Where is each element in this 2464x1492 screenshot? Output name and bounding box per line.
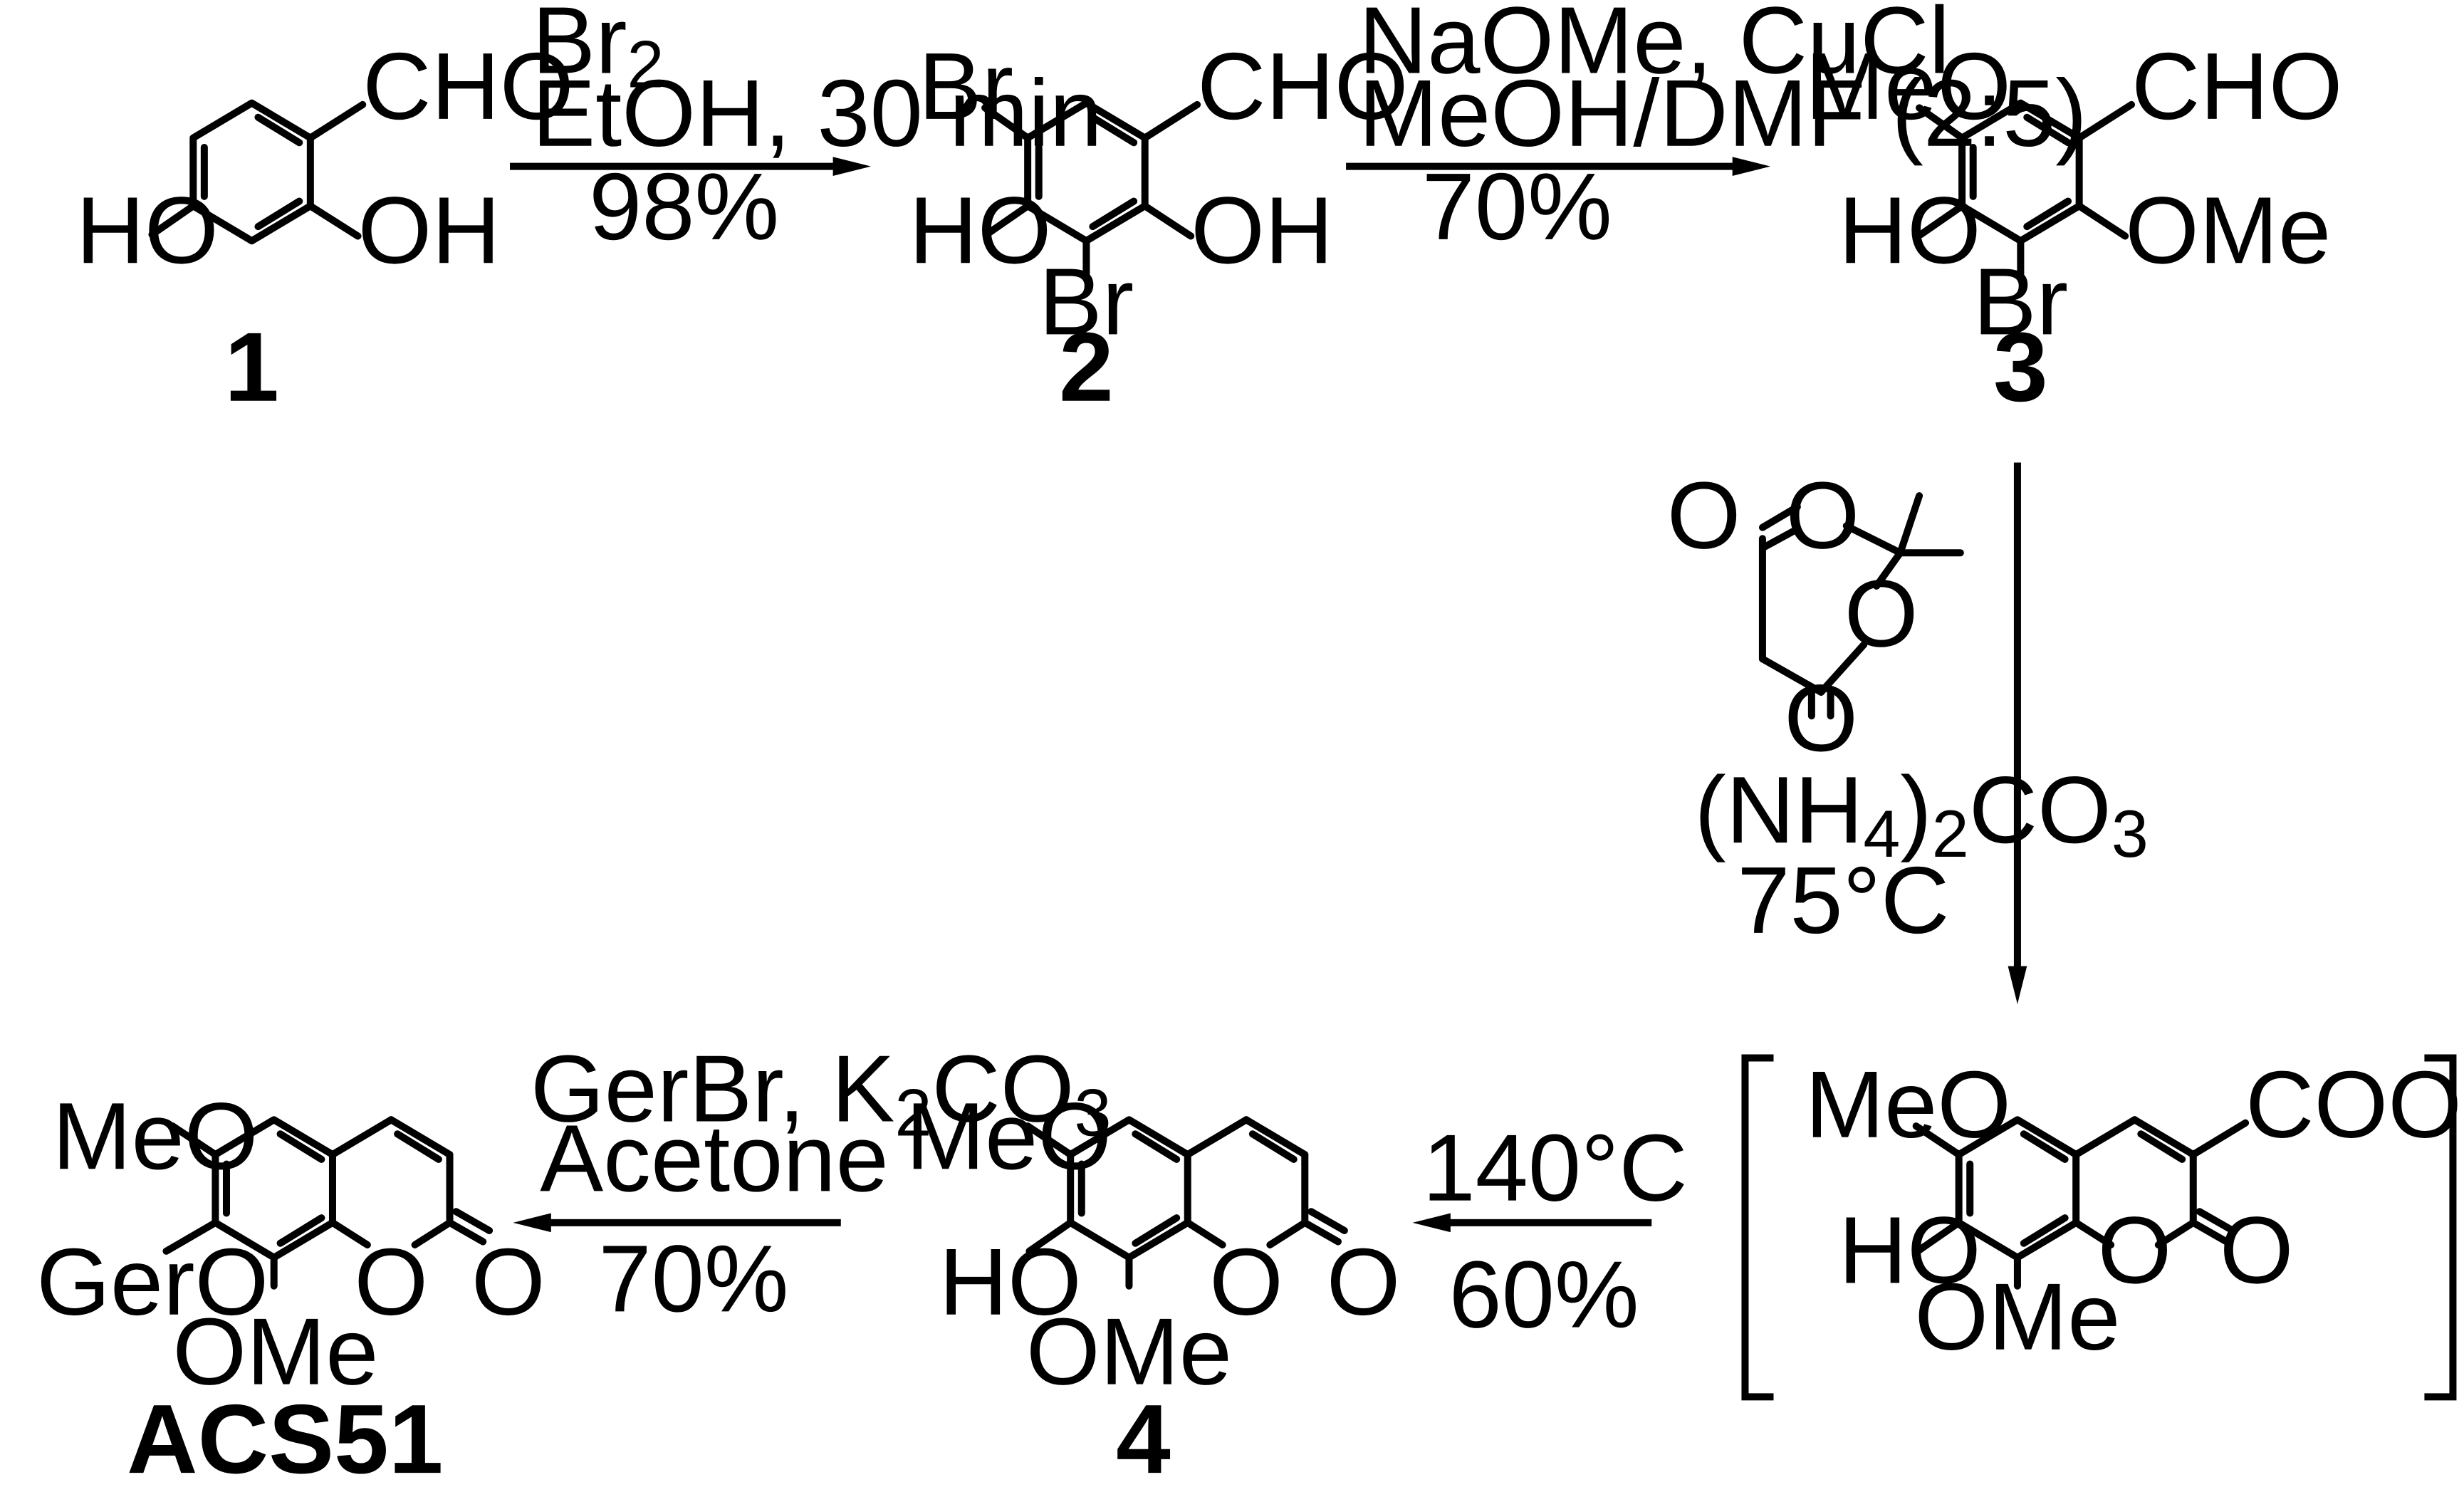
meldrums-ring-o-bottom: O xyxy=(1844,560,1919,667)
step-4-temperature: 140°C xyxy=(1422,1115,1687,1221)
compound-2-br-top-label: Br xyxy=(919,33,1013,140)
step-1-arrow: Br2 EtOH, 30 min 98% xyxy=(510,0,1102,260)
step-2-arrow: NaOMe, CuCl MeOH/DMF (2:5) 70% xyxy=(1346,0,2087,260)
meldrums-carbonyl-o-top: O xyxy=(1667,463,1741,569)
intermediate-ome-label: OMe xyxy=(1914,1264,2120,1370)
intermediate-meo-label: MeO xyxy=(1805,1052,2011,1158)
step-3-arrow xyxy=(2008,462,2027,1004)
meldrums-carbonyl-o-bottom: O xyxy=(1784,665,1858,771)
compound-1: CHO HO OH 1 xyxy=(76,33,574,422)
meldrums-ring-o-top: O xyxy=(1786,463,1860,569)
compound-2-ho-label: HO xyxy=(909,177,1051,283)
compound-1-ho-label: HO xyxy=(76,177,219,283)
compound-acs51: MeO GerO O O OMe ACS51 xyxy=(36,1083,545,1492)
compound-3-meo-label: MeO xyxy=(1805,33,2011,140)
compound-3: CHO MeO HO OMe Br 3 xyxy=(1805,33,2343,422)
step-5-arrow: GerBr, K2CO3 Acetone 70% xyxy=(513,1036,1111,1332)
compound-3-ho-label: HO xyxy=(1839,177,1981,283)
compound-1-cho-label: CHO xyxy=(362,33,573,140)
compound-4-meo-label: MeO xyxy=(906,1083,1112,1189)
compound-4-ome-label: OMe xyxy=(1026,1299,1232,1405)
compound-3-cho-label: CHO xyxy=(2131,33,2342,140)
acs51-ome-label: OMe xyxy=(172,1299,378,1405)
intermediate-ring-o-label: O xyxy=(2098,1197,2172,1303)
acs51-meo-label: MeO xyxy=(52,1083,258,1189)
compound-3-br-label: Br xyxy=(1973,249,2068,355)
step-4-yield: 60% xyxy=(1449,1242,1639,1348)
intermediate-bracket xyxy=(1741,1054,2457,1401)
compound-4-carbonyl-o-label: O xyxy=(1327,1229,1401,1335)
step-2-reagents: NaOMe, CuCl xyxy=(1359,0,1950,93)
acs51-number: ACS51 xyxy=(127,1384,443,1492)
meldrums-acid-reagent: O O O O xyxy=(1667,463,1964,771)
step-2-solvent: MeOH/DMF (2:5) xyxy=(1359,61,2087,167)
step-5-solvent: Acetone xyxy=(540,1105,889,1211)
step-4-arrow: 140°C 60% xyxy=(1412,1115,1688,1348)
step-3-temperature: 75°C xyxy=(1737,847,1949,954)
compound-2: CHO Br HO OH Br 2 xyxy=(909,33,1408,422)
compound-2-number: 2 xyxy=(1059,313,1114,422)
step-5-yield: 70% xyxy=(598,1226,788,1332)
acs51-carbonyl-o-label: O xyxy=(471,1229,545,1335)
compound-2-cho-label: CHO xyxy=(1197,33,1408,140)
step-2-yield: 70% xyxy=(1422,154,1612,260)
step-3-reagent: (NH4)2CO3 xyxy=(1694,757,2148,871)
compound-1-oh-label: OH xyxy=(358,177,501,283)
intermediate-acid: COOH MeO HO O O OMe xyxy=(1805,1052,2464,1370)
intermediate-cooh-label: COOH xyxy=(2245,1052,2464,1158)
acs51-gero-label: GerO xyxy=(36,1229,268,1335)
compound-4-ring-o-label: O xyxy=(1209,1229,1283,1335)
step-5-reagent: GerBr, K2CO3 xyxy=(531,1036,1112,1150)
step-1-reagent: Br2 xyxy=(532,0,664,101)
intermediate-ho-label: HO xyxy=(1839,1197,1981,1303)
step-1-conditions: EtOH, 30 min xyxy=(532,61,1102,167)
compound-2-br-bottom-label: Br xyxy=(1039,249,1134,355)
compound-4-ho-label: HO xyxy=(939,1229,1082,1335)
compound-4: MeO HO O O OMe 4 xyxy=(906,1083,1401,1492)
intermediate-carbonyl-o-label: O xyxy=(2220,1197,2294,1303)
compound-1-number: 1 xyxy=(224,313,279,422)
compound-3-ome-label: OMe xyxy=(2125,177,2331,283)
compound-4-number: 4 xyxy=(1116,1384,1171,1492)
compound-3-number: 3 xyxy=(1993,313,2048,422)
compound-2-oh-label: OH xyxy=(1191,177,1333,283)
step-1-yield: 98% xyxy=(589,154,779,260)
acs51-ring-o-label: O xyxy=(354,1229,428,1335)
